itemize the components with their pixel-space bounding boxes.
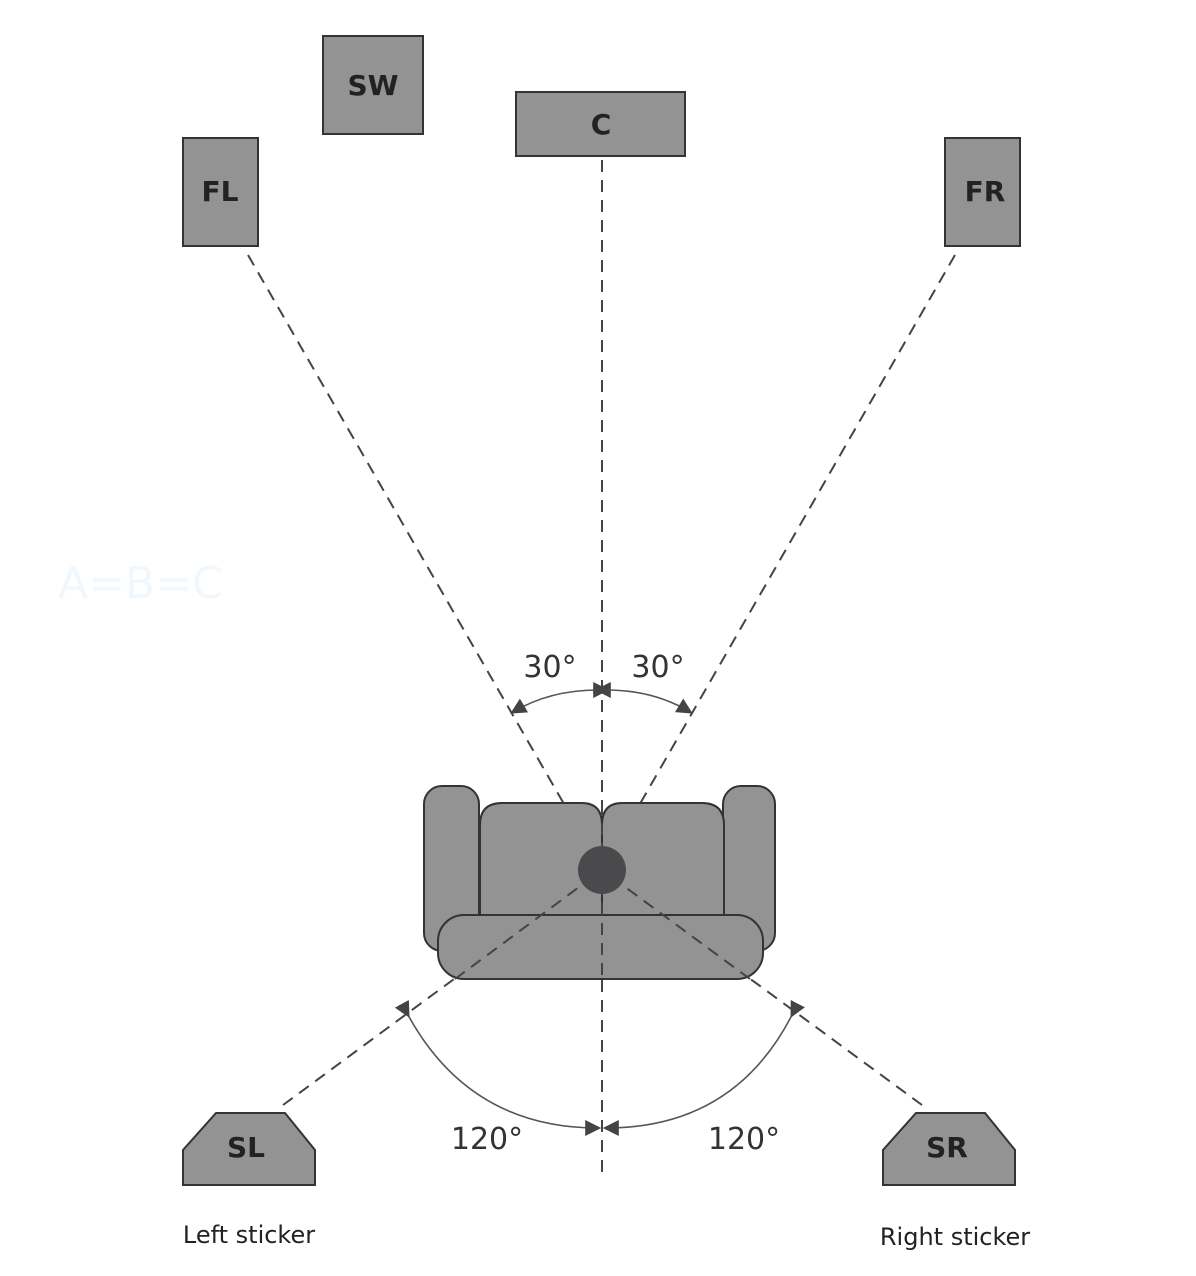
front-right-line (601, 254, 956, 871)
left-sticker-caption: Left sticker (183, 1221, 315, 1249)
speaker-front-right: FR (944, 137, 1021, 247)
speaker-center: C (515, 91, 686, 157)
listener-position-icon (578, 846, 626, 894)
svg-text:SL: SL (227, 1131, 265, 1164)
faint-equal-distance-text: A=B=C (58, 558, 223, 609)
sofa (423, 785, 776, 980)
front-left-line (247, 254, 603, 871)
svg-text:C: C (591, 108, 612, 141)
speaker-surround-left: SL (182, 1112, 316, 1186)
svg-text:SW: SW (347, 69, 398, 102)
right-sticker-caption: Right sticker (880, 1223, 1030, 1251)
right-120-arc (602, 999, 805, 1136)
angle-label-front-right: 30° (631, 650, 684, 685)
svg-text:FR: FR (965, 175, 1006, 208)
svg-text:SR: SR (926, 1131, 968, 1164)
speaker-subwoofer: SW (322, 35, 424, 135)
svg-text:FL: FL (202, 175, 239, 208)
angle-label-front-left: 30° (523, 650, 576, 685)
speaker-surround-right: SR (882, 1112, 1016, 1186)
left-30-arc (510, 681, 611, 714)
speaker-front-left: FL (182, 137, 259, 247)
angle-label-surround-right: 120° (708, 1122, 780, 1157)
right-30-arc (593, 681, 693, 714)
left-120-arc (394, 999, 602, 1136)
angle-label-surround-left: 120° (451, 1122, 523, 1157)
